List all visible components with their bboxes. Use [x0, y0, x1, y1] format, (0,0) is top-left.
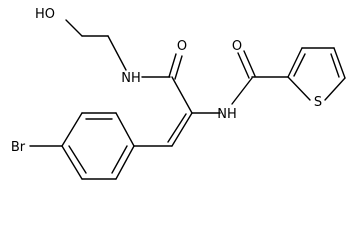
molecule-drawing: HO NH O NH O S Br — [11, 7, 346, 180]
bond-bz-para-meta2-inner — [68, 145, 87, 174]
atom-thiophene-s: S — [314, 95, 322, 110]
bond-carbonyl-alpha — [171, 76, 193, 114]
bond-layer — [29, 19, 346, 180]
atom-hydroxyl: HO — [35, 7, 55, 22]
bond-co-double-right-b — [243, 50, 256, 77]
bond-co-double-left-b — [174, 55, 183, 80]
structure-diagram: HO NH O NH O S Br — [11, 7, 346, 180]
bond-bz-ortho2-ipso — [115, 145, 135, 180]
bond-th-c4-c5-inner — [330, 53, 340, 78]
bond-bz-meta1-para — [61, 112, 83, 147]
bond-nh-carbonyl-right — [231, 77, 253, 105]
bond-bz-para-meta2 — [61, 145, 83, 180]
bond-alpha-vinyl-inner — [167, 113, 187, 143]
bond-o-c — [65, 19, 83, 37]
bond-c-n-top — [107, 35, 127, 71]
atom-amide-nh-top: NH — [121, 71, 141, 86]
bond-th-c2-c3 — [287, 47, 303, 78]
bond-bz-ipso-ortho1 — [115, 112, 135, 147]
bond-th-s-c2 — [287, 76, 311, 101]
bond-co-double-left-a — [168, 53, 177, 78]
atom-label-layer: HO NH O NH O S Br — [11, 7, 322, 155]
bond-alpha-vinyl — [171, 112, 193, 147]
bond-th-c4-c5 — [333, 47, 346, 79]
bond-th-c5-s — [324, 77, 346, 101]
bond-bz-ortho2-ipso-inner — [111, 145, 128, 174]
atom-bromine: Br — [11, 140, 26, 155]
atom-carbonyl-o-left: O — [177, 39, 187, 54]
bond-co-double-right-a — [237, 52, 250, 79]
atom-amide-nh-center: NH — [217, 107, 237, 122]
atom-carbonyl-o-right: O — [232, 39, 242, 54]
bond-th-c2-c3-inner — [293, 53, 306, 77]
